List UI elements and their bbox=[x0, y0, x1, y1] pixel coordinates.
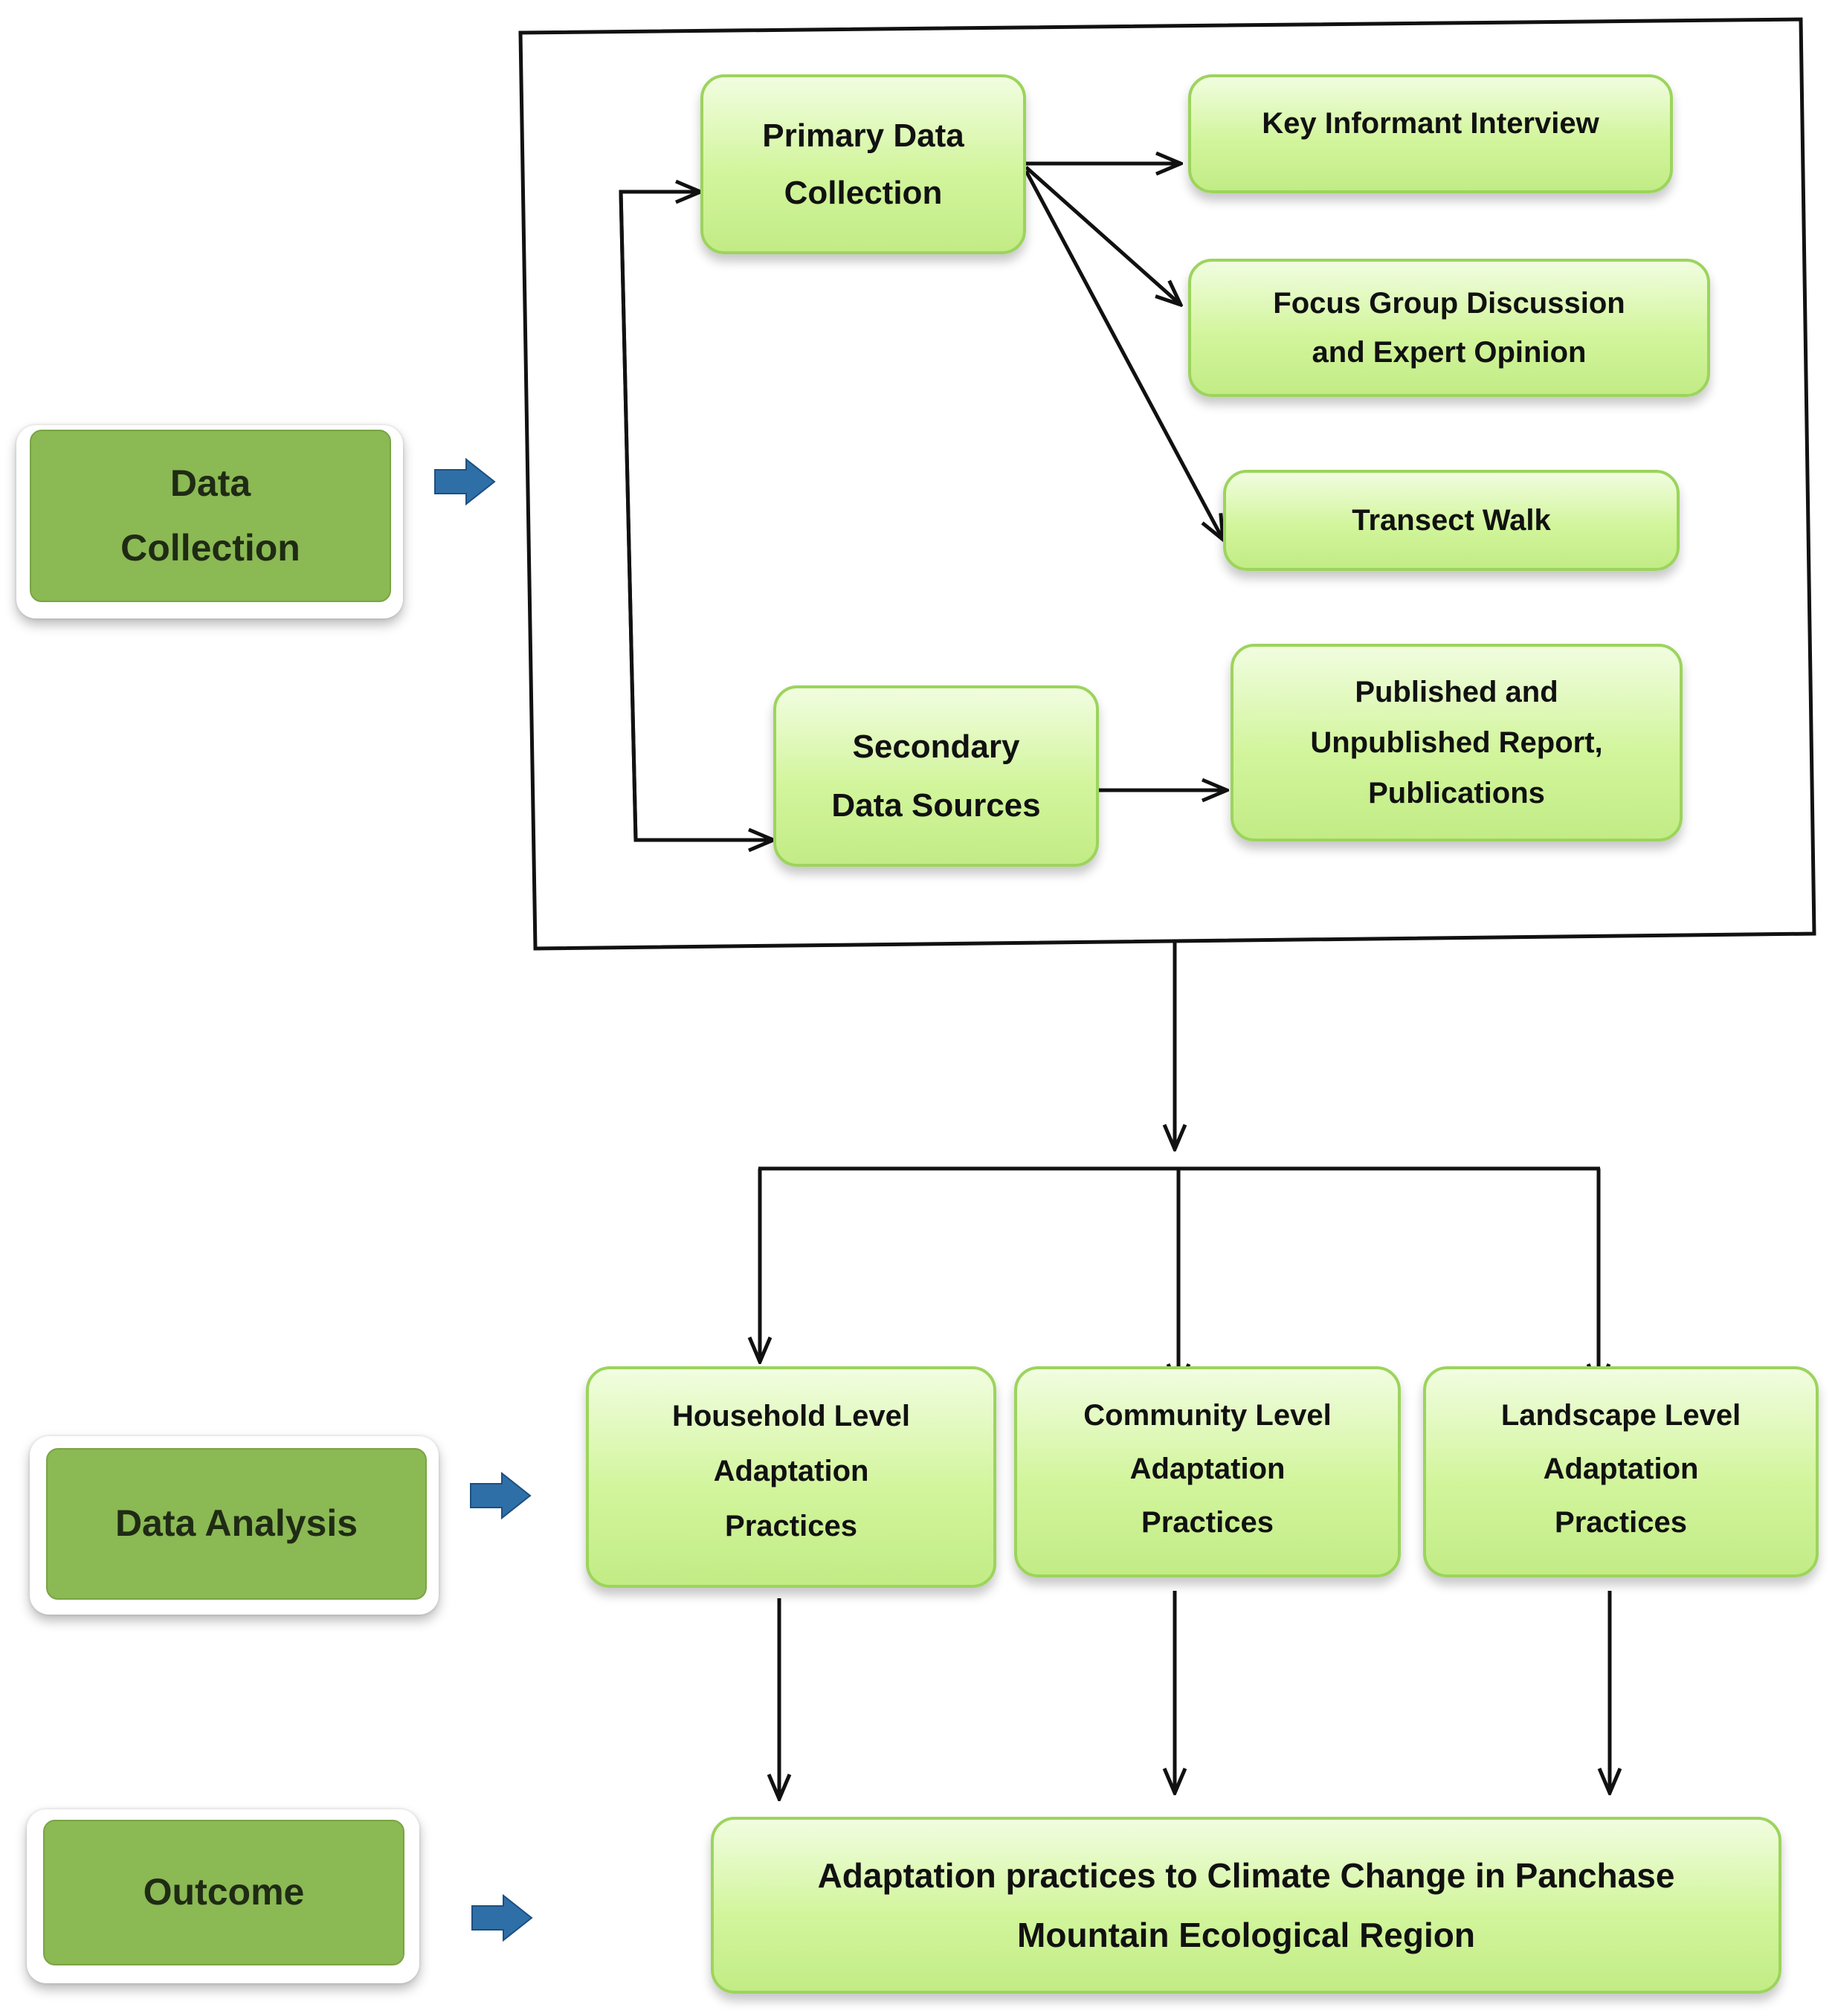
data-collection-stage: Data Collection bbox=[30, 430, 391, 602]
data-analysis-stage: Data Analysis bbox=[46, 1448, 427, 1600]
transect-walk-label: Transect Walk bbox=[1352, 503, 1551, 537]
arrow-to-transect bbox=[1024, 169, 1223, 540]
household-level-label: Household Level Adaptation Practices bbox=[671, 1400, 911, 1542]
data-collection-stage-label: Data Collection bbox=[120, 462, 300, 569]
collection-frame bbox=[518, 17, 1816, 951]
landscape-level-box: Landscape Level Adaptation Practices bbox=[1423, 1366, 1819, 1577]
household-level-box: Household Level Adaptation Practices bbox=[586, 1366, 996, 1588]
primary-data-collection-box: Primary Data Collection bbox=[700, 74, 1026, 254]
landscape-level-label: Landscape Level Adaptation Practices bbox=[1500, 1399, 1741, 1539]
published-reports-label: Published and Unpublished Report, Public… bbox=[1310, 676, 1603, 810]
blue-right-arrow-icon bbox=[471, 1893, 533, 1942]
secondary-branch-arrow bbox=[619, 191, 773, 840]
blue-right-arrow-icon bbox=[470, 1471, 532, 1520]
outcome-stage: Outcome bbox=[43, 1820, 404, 1965]
outcome-stage-label: Outcome bbox=[143, 1871, 305, 1913]
secondary-data-sources-label: Secondary Data Sources bbox=[831, 728, 1041, 824]
blue-right-arrow-icon bbox=[434, 457, 496, 506]
outcome-box: Adaptation practices to Climate Change i… bbox=[711, 1817, 1781, 1994]
data-analysis-stage-label: Data Analysis bbox=[115, 1502, 358, 1545]
focus-group-discussion-box: Focus Group Discussion and Expert Opinio… bbox=[1188, 259, 1710, 397]
key-informant-interview-label: Key Informant Interview bbox=[1262, 107, 1599, 140]
focus-group-discussion-label: Focus Group Discussion and Expert Opinio… bbox=[1273, 287, 1625, 369]
community-level-box: Community Level Adaptation Practices bbox=[1014, 1366, 1401, 1577]
transect-walk-box: Transect Walk bbox=[1223, 470, 1680, 571]
community-level-label: Community Level Adaptation Practices bbox=[1083, 1399, 1332, 1539]
key-informant-interview-box: Key Informant Interview bbox=[1188, 74, 1673, 193]
outcome-label: Adaptation practices to Climate Change i… bbox=[817, 1855, 1675, 1955]
secondary-data-sources-box: Secondary Data Sources bbox=[773, 685, 1099, 867]
published-reports-box: Published and Unpublished Report, Public… bbox=[1231, 644, 1683, 841]
arrow-to-focus-group bbox=[1025, 166, 1181, 305]
primary-data-collection-label: Primary Data Collection bbox=[762, 117, 964, 211]
